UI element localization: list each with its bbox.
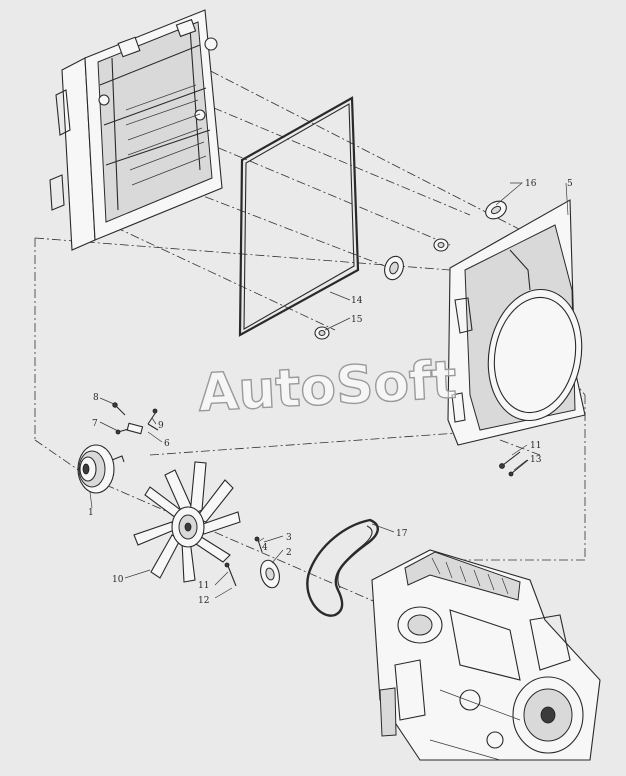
autosoft-watermark: AutoSoft [197,350,458,423]
callout-8: 8 [93,393,99,403]
drive-belt [306,518,379,617]
callout-12: 12 [198,596,209,606]
callout-13: 13 [530,455,542,465]
callout-6: 6 [164,439,170,449]
leader-lines [89,182,569,599]
callout-10: 10 [112,575,124,585]
callout-11-shroud: 11 [530,441,541,451]
radiator [49,9,223,251]
grommets [314,200,507,340]
callout-14: 14 [351,296,363,306]
callout-labels: 1 2 3 4 5 6 7 8 9 10 11 11 12 13 14 15 1… [88,179,573,606]
callout-9: 9 [158,421,164,431]
callout-5: 5 [567,179,573,189]
callout-4: 4 [262,543,268,553]
engine [371,549,601,761]
fan-spacer [224,536,280,589]
shroud-bolts [499,451,529,477]
callout-17: 17 [396,529,408,539]
radiator-seal [238,96,360,337]
callout-7: 7 [92,419,98,429]
callout-3: 3 [286,533,292,543]
cooling-fan [133,461,241,583]
fan-clutch-hardware [112,402,159,435]
callout-11-fan: 11 [198,581,209,591]
callout-1: 1 [88,508,94,518]
fan-shroud [447,199,586,446]
callout-15: 15 [351,315,363,325]
callout-16: 16 [525,179,537,189]
fan-clutch [77,444,125,494]
callout-2: 2 [286,548,292,558]
